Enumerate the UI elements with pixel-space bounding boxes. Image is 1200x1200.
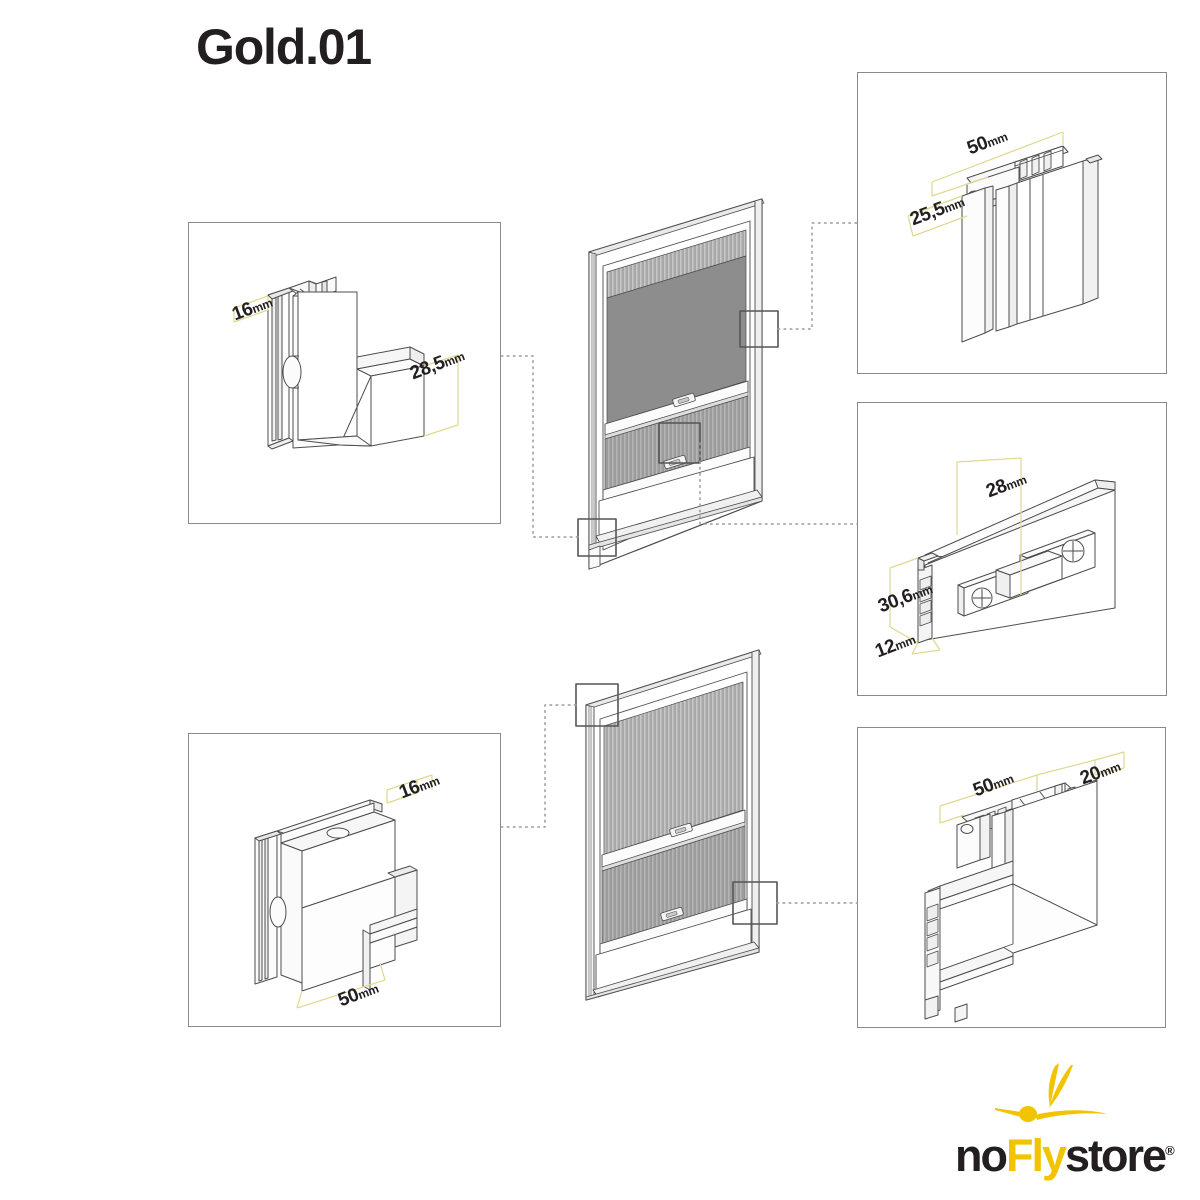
connector-lines (500, 222, 858, 904)
callout-box-lower-top-corner (575, 683, 619, 727)
screen-unit-upper (588, 198, 765, 570)
logo-wordmark: noFlystore® (955, 1126, 1181, 1181)
connector-handle-to-mr (699, 442, 858, 525)
callout-box-upper-bottom-corner (577, 518, 617, 557)
detail-panel-top-right (857, 72, 1167, 374)
detail-panel-top-left (188, 222, 501, 524)
logo-text-no: no (955, 1130, 1008, 1181)
callout-box-upper-side-rail (739, 310, 779, 348)
logo-text-fly: Fly (1005, 1130, 1067, 1181)
connector-upper-rail-to-tr (777, 222, 858, 330)
registered-trademark-icon: ® (1165, 1143, 1175, 1158)
connector-upper-corner-to-tl (500, 355, 579, 538)
brand-logo: noFlystore® (955, 1060, 1181, 1182)
connector-lower-top-to-bl (500, 704, 577, 828)
detail-panel-bottom-left (188, 733, 501, 1027)
page-title: Gold.01 (196, 19, 372, 75)
callout-boxes (575, 310, 779, 925)
screen-unit-lower (585, 649, 762, 1001)
callout-box-upper-handle (658, 422, 701, 464)
mosquito-icon (995, 1063, 1107, 1122)
callout-box-lower-bottom-corner (732, 881, 778, 925)
logo-text-store: store (1065, 1130, 1167, 1181)
